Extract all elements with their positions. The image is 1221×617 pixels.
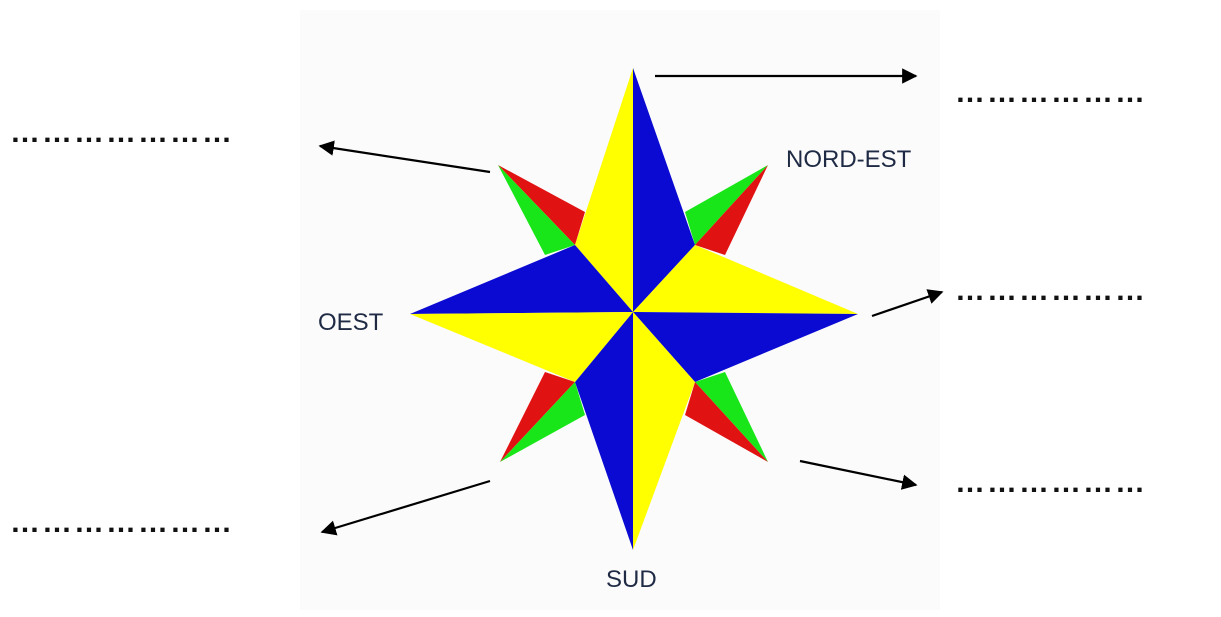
answer-blank-north: ……………… — [955, 78, 1147, 108]
label-northeast: NORD-EST — [786, 146, 912, 173]
answer-blank-east: ……………… — [955, 276, 1147, 306]
answer-blank-northwest: ………………… — [10, 118, 234, 148]
answer-blank-southwest: ………………… — [10, 508, 234, 538]
answer-blank-southeast: ……………… — [955, 468, 1147, 498]
label-west: OEST — [318, 309, 384, 336]
label-south: SUD — [606, 566, 657, 593]
